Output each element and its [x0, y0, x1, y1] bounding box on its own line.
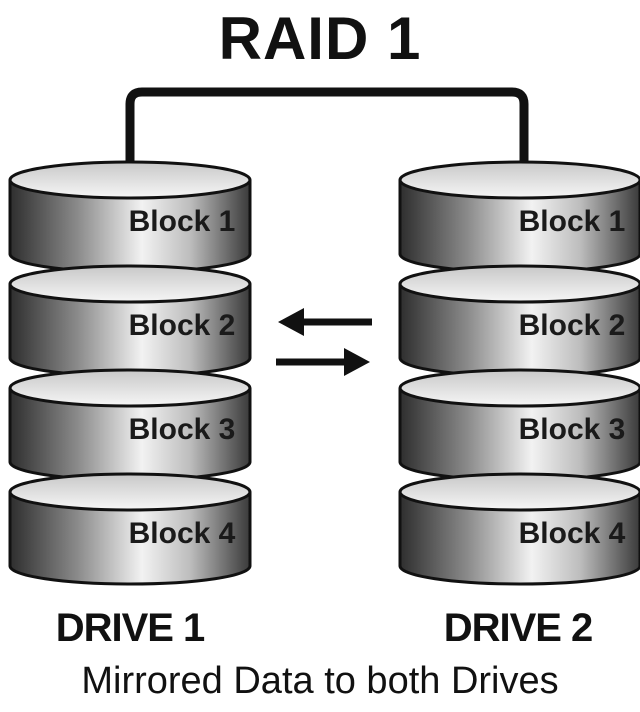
drive-2-block-4-label: Block 4 [519, 517, 626, 550]
drive-1-label: DRIVE 1 [55, 606, 206, 650]
arrow-right-icon [276, 348, 370, 376]
drive-2-block-2: Block 2 [398, 264, 640, 378]
drive-2-block-2-label: Block 2 [519, 309, 626, 342]
drive-1-block-4: Block 4 [8, 472, 252, 586]
diagram-caption: Mirrored Data to both Drives [81, 660, 559, 702]
diagram-title: RAID 1 [218, 5, 422, 72]
drive-1-block-1-label: Block 1 [129, 205, 236, 238]
drive-1-block-3-label: Block 3 [129, 413, 236, 446]
drive-2-block-1-label: Block 1 [519, 205, 626, 238]
drive-2-block-4: Block 4 [398, 472, 640, 586]
drive-1-block-3: Block 3 [8, 368, 252, 482]
drive-2-label: DRIVE 2 [443, 606, 594, 650]
connector-line [125, 87, 529, 173]
arrow-left-icon [278, 308, 372, 336]
drive-2-block-3: Block 3 [398, 368, 640, 482]
drive-1-stack: Block 1 Block 2 Block 3 Block 4 [8, 160, 252, 586]
drive-1-block-1: Block 1 [8, 160, 252, 274]
drive-2-stack: Block 1 Block 2 Block 3 Block 4 [398, 160, 640, 586]
drive-1-block-2-label: Block 2 [129, 309, 236, 342]
drive-1-block-2: Block 2 [8, 264, 252, 378]
drive-1-block-4-label: Block 4 [129, 517, 236, 550]
drive-2-block-3-label: Block 3 [519, 413, 626, 446]
drive-2-block-1: Block 1 [398, 160, 640, 274]
